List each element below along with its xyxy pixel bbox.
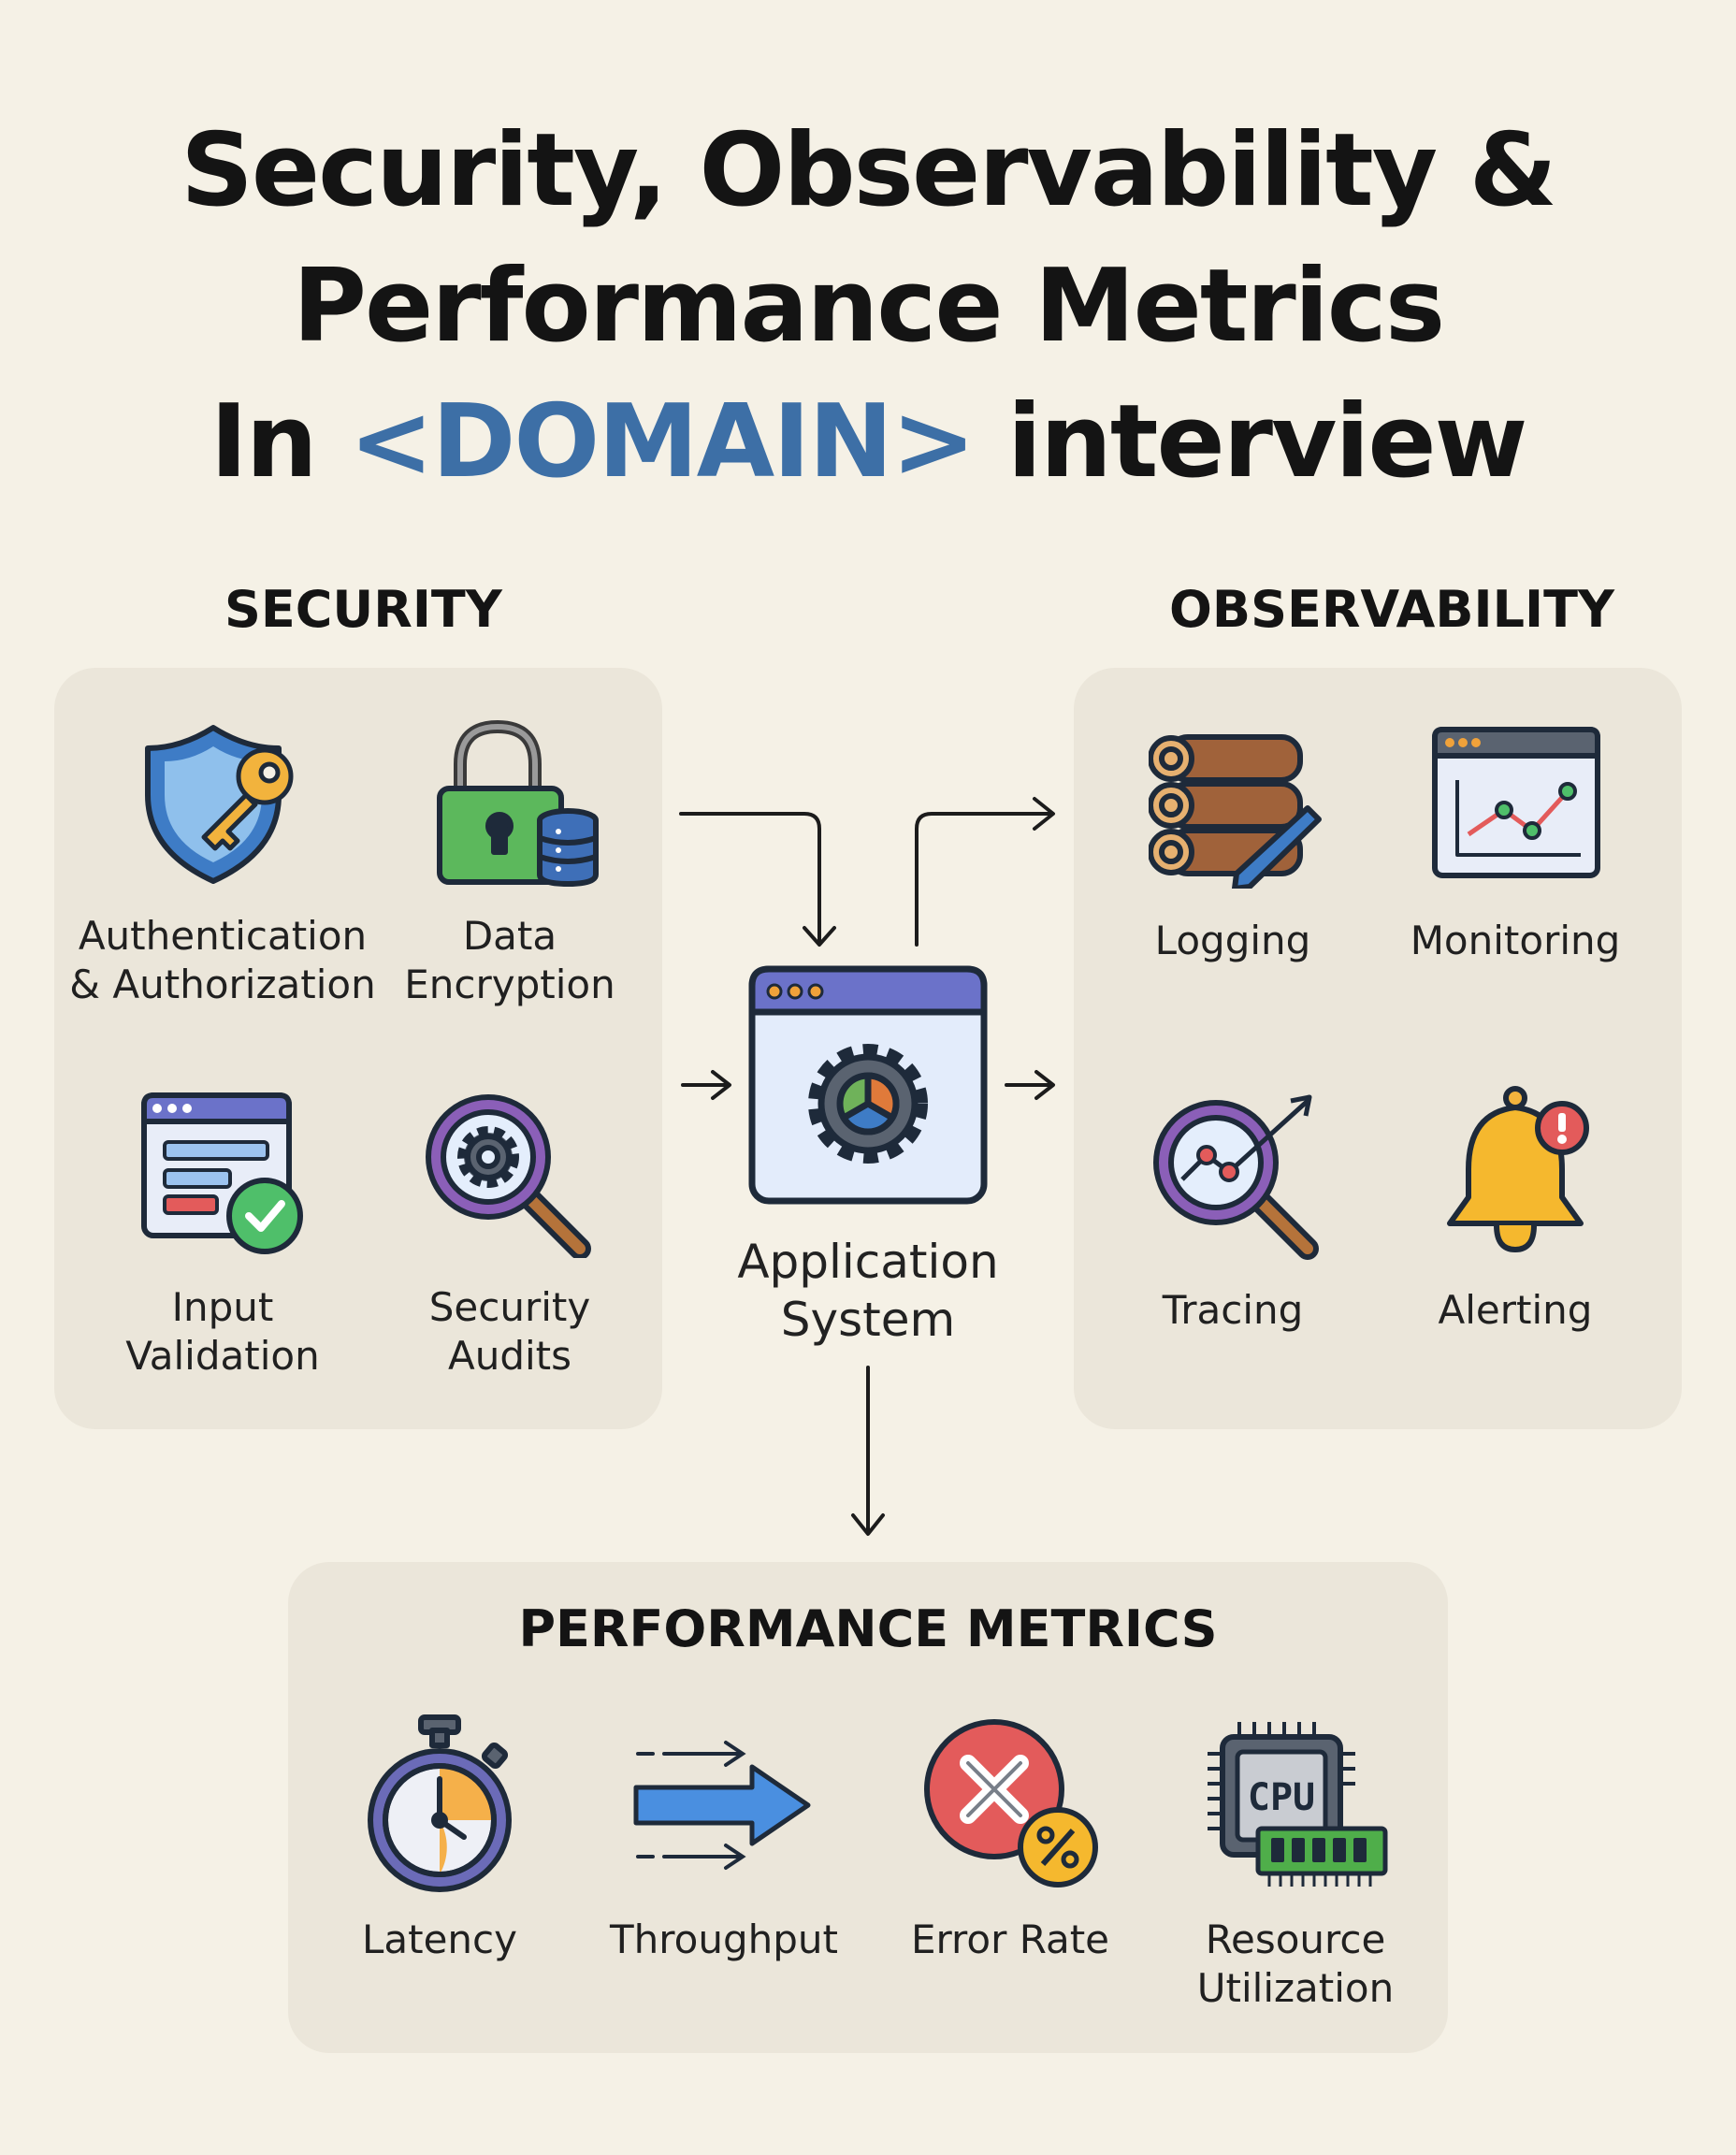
stopwatch-icon: [368, 1714, 512, 1892]
page-title: Security, Observability & Performance Me…: [0, 103, 1736, 510]
resource-utilization-label: Resource Utilization: [1196, 1916, 1395, 2011]
title-line-1: Security, Observability &: [181, 112, 1557, 229]
app-system-label: Application System: [737, 1235, 999, 1347]
title-line-2: Performance Metrics: [292, 248, 1445, 365]
security-heading: SECURITY: [224, 580, 502, 639]
error-percent-icon: [924, 1719, 1098, 1887]
encryption-label: Data Encryption: [404, 913, 615, 1007]
validation-label: Input Validation: [125, 1284, 320, 1379]
app-window-gear-icon[interactable]: [748, 963, 991, 1207]
arrow-security-to-app-top: [679, 812, 821, 945]
auth-label: Authentication & Authorization: [69, 913, 376, 1007]
title-prefix: In: [210, 383, 350, 500]
dashboard-chart-icon: [1432, 727, 1600, 878]
padlock-database-icon: [437, 720, 599, 887]
form-check-icon: [141, 1092, 303, 1254]
alerting-label: Alerting: [1438, 1287, 1593, 1333]
logs-pencil-icon: [1149, 734, 1322, 889]
domain-placeholder: <DOMAIN>: [349, 383, 976, 500]
monitoring-label: Monitoring: [1410, 918, 1621, 963]
arrow-flow-icon: [633, 1741, 811, 1870]
observability-heading: OBSERVABILITY: [1169, 580, 1615, 639]
title-line-3: In <DOMAIN> interview: [0, 374, 1736, 510]
throughput-label: Throughput: [610, 1916, 838, 1962]
arrowhead-app-to-observability-top: [1033, 797, 1055, 831]
magnifier-gear-icon: [426, 1094, 591, 1258]
arrow-app-to-observability-top: [915, 812, 1053, 947]
latency-label: Latency: [361, 1916, 517, 1962]
bell-alert-icon: [1447, 1086, 1589, 1252]
error-rate-label: Error Rate: [910, 1916, 1110, 1962]
cpu-memory-icon: CPU: [1208, 1722, 1388, 1887]
tracing-label: Tracing: [1162, 1287, 1304, 1333]
title-suffix: interview: [974, 383, 1528, 500]
cpu-text: CPU: [1248, 1776, 1315, 1819]
performance-heading: PERFORMANCE METRICS: [518, 1599, 1218, 1658]
audits-label: Security Audits: [428, 1284, 591, 1379]
shield-key-icon: [145, 725, 294, 884]
logging-label: Logging: [1154, 918, 1311, 963]
arrowhead-security-to-app-top: [803, 926, 836, 947]
magnifier-trend-icon: [1153, 1094, 1319, 1260]
